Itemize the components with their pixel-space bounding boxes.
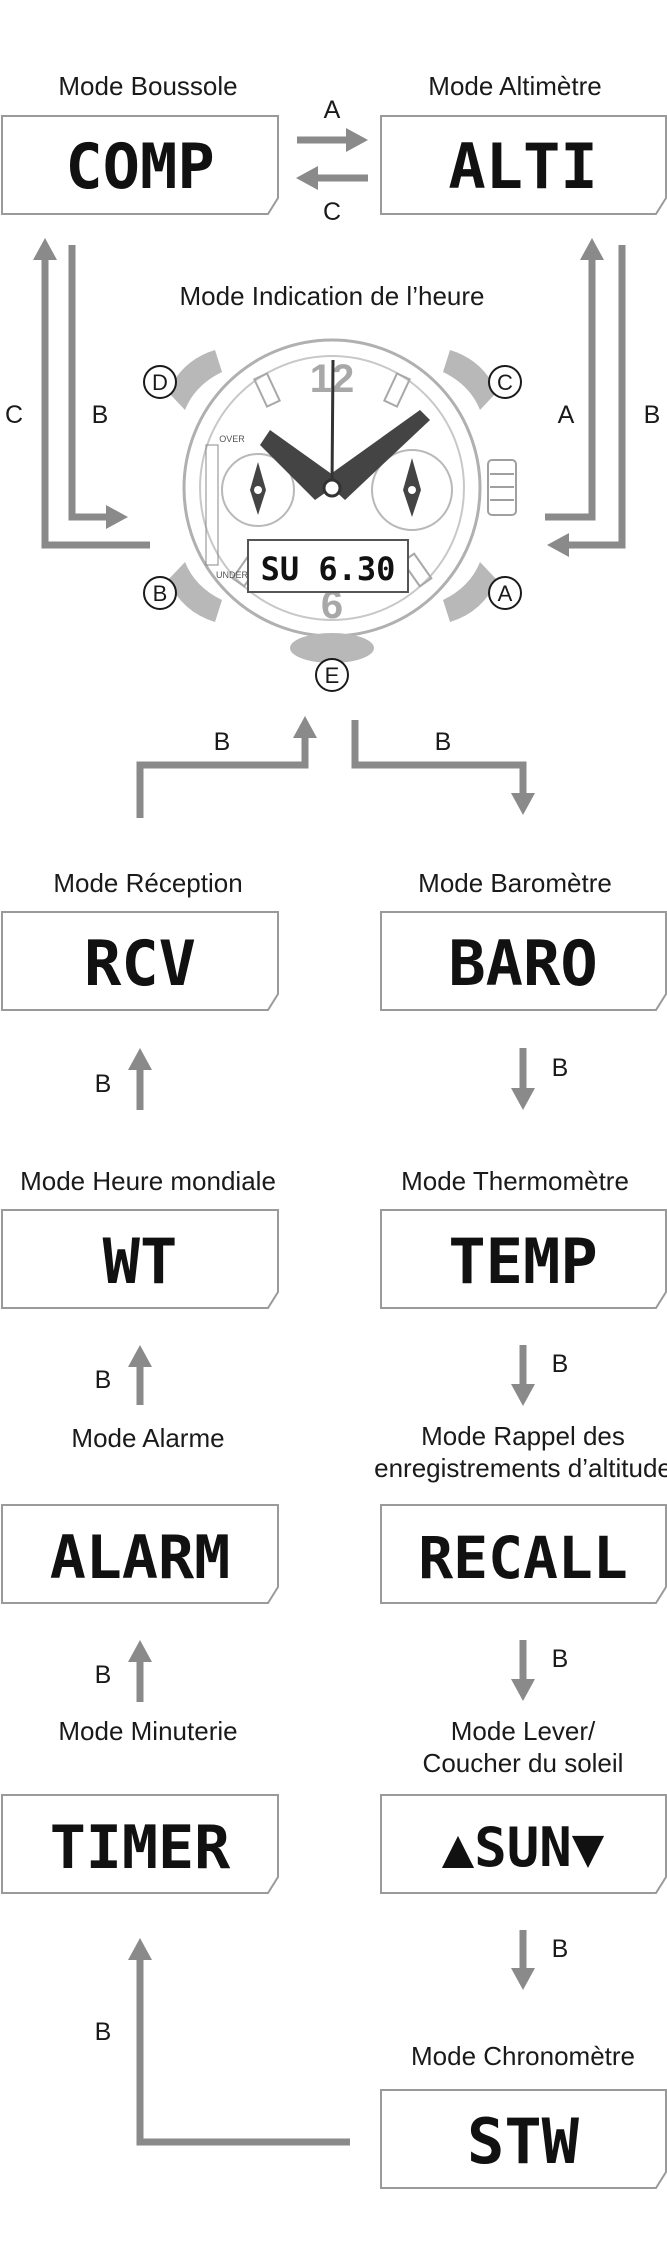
arrow-label-right-b: B [644, 401, 661, 429]
arrow-worldtime-to-receive [128, 1048, 152, 1110]
thermometer-display-box: TEMP [380, 1209, 667, 1309]
arrow-watch-to-compass-c [33, 238, 150, 549]
receive-mode-title: Mode Réception [53, 868, 242, 898]
button-e-label: E [325, 663, 340, 688]
timer-display-text: TIMER [50, 1813, 231, 1883]
sunrise-display-text: ▲SUN▼ [442, 1816, 605, 1879]
altimeter-display-text: ALTI [448, 130, 597, 203]
thermometer-mode-title: Mode Thermomètre [401, 1166, 629, 1196]
timer-mode-title: Mode Minuterie [58, 1716, 237, 1746]
button-d: D [143, 365, 177, 399]
recall-mode-title-line1: Mode Rappel des [421, 1421, 625, 1451]
arrow-compass-to-watch-b [68, 245, 128, 529]
stopwatch-mode-title: Mode Chronomètre [411, 2041, 635, 2071]
altimeter-display-box: ALTI [380, 115, 667, 215]
arrow-altimeter-to-compass [296, 166, 368, 190]
worldtime-display-text: WT [103, 1225, 178, 1298]
recall-mode-title-line2: enregistrements d’altitude [374, 1453, 667, 1483]
arrow-altimeter-to-watch-b [547, 245, 626, 557]
arrow-label-right-a: A [558, 401, 575, 429]
arrow-label-mid-left-b: B [214, 728, 231, 756]
barometer-display-text: BARO [448, 927, 597, 1000]
barometer-display-box: BARO [380, 911, 667, 1011]
dial-number-6: 6 [321, 583, 343, 627]
watch-mode-title: Mode Indication de l’heure [180, 281, 485, 311]
arrow-alarm-to-worldtime [128, 1345, 152, 1405]
stopwatch-display-box: STW [380, 2089, 667, 2189]
sunrise-display-box: ▲SUN▼ [380, 1794, 667, 1894]
arrow-compass-to-altimeter [297, 128, 368, 152]
compass-mode-title: Mode Boussole [58, 71, 237, 101]
watch-digital-display: SU 6.30 [261, 550, 396, 588]
arrow-watch-to-altimeter-a [545, 238, 604, 521]
stopwatch-display-text: STW [467, 2105, 580, 2178]
arrow-label-rcv-b: B [95, 1070, 112, 1098]
receive-display-text: RCV [84, 927, 196, 1000]
alarm-mode-title: Mode Alarme [71, 1423, 224, 1453]
recall-display-text: RECALL [418, 1524, 628, 1592]
barometer-mode-title: Mode Baromètre [418, 868, 612, 898]
arrow-sunrise-to-stopwatch [511, 1930, 535, 1990]
arrow-label-top-c: C [323, 198, 341, 226]
button-d-label: D [152, 370, 168, 395]
button-e: E [315, 658, 349, 692]
arrow-recall-to-sunrise [511, 1640, 535, 1701]
gauge-label-over: OVER [219, 434, 245, 444]
button-b: B [143, 576, 177, 610]
arrow-label-baro-b: B [552, 1054, 569, 1082]
button-a: A [488, 576, 522, 610]
arrow-thermometer-to-recall [511, 1345, 535, 1406]
worldtime-mode-title: Mode Heure mondiale [20, 1166, 276, 1196]
gauge-label-under: UNDER [216, 570, 249, 580]
arrow-label-recall-b: B [552, 1645, 569, 1673]
arrow-barometer-to-thermometer [511, 1048, 535, 1110]
arrow-label-alarm-b: B [95, 1661, 112, 1689]
sunrise-mode-title-line1: Mode Lever/ [451, 1716, 596, 1746]
arrow-stopwatch-to-timer [128, 1938, 350, 2146]
arrow-timer-to-alarm [128, 1640, 152, 1702]
alarm-display-text: ALARM [50, 1523, 231, 1593]
sunrise-mode-title-line2: Coucher du soleil [423, 1748, 624, 1778]
arrow-label-stw-b: B [95, 2018, 112, 2046]
compass-display-box: COMP [1, 115, 279, 215]
button-c: C [488, 365, 522, 399]
timer-display-box: TIMER [1, 1794, 279, 1894]
compass-display-text: COMP [65, 130, 214, 203]
alarm-display-box: ALARM [1, 1504, 279, 1604]
receive-display-box: RCV [1, 911, 279, 1011]
button-c-label: C [497, 370, 513, 395]
thermometer-display-text: TEMP [448, 1225, 597, 1298]
recall-display-box: RECALL [380, 1504, 667, 1604]
arrow-label-top-a: A [324, 96, 341, 124]
arrow-label-left-b: B [92, 401, 109, 429]
watch-face: 12 6 OVER UNDER SU 6.30 [168, 338, 517, 663]
arrow-watch-to-barometer [351, 720, 535, 815]
button-a-label: A [498, 581, 513, 606]
arrow-label-mid-right-b: B [435, 728, 452, 756]
worldtime-display-box: WT [1, 1209, 279, 1309]
altimeter-mode-title: Mode Altimètre [428, 71, 601, 101]
arrow-label-sun-b: B [552, 1935, 569, 1963]
arrow-label-temp-b: B [552, 1350, 569, 1378]
arrow-receive-to-watch [136, 716, 317, 818]
arrow-label-wt-b: B [95, 1366, 112, 1394]
button-b-label: B [153, 581, 168, 606]
arrow-label-left-c: C [5, 401, 23, 429]
